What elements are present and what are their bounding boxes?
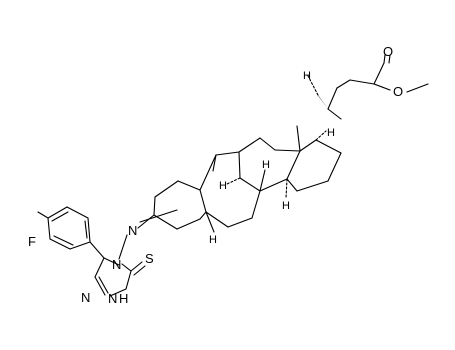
ester-side-chain — [306, 54, 429, 120]
c20-methyl-wedge — [316, 93, 328, 109]
triazole-n1-label: N — [81, 290, 90, 305]
carbonyl-oxygen-label: O — [383, 44, 393, 59]
ring-a — [153, 180, 207, 230]
triazole-ring — [94, 257, 146, 297]
c20-hydrogen-label: H — [303, 70, 311, 82]
triazole-n4-label: N — [112, 257, 121, 272]
ester-oxygen-label: O — [393, 84, 403, 99]
fluorine-label: F — [28, 234, 36, 249]
c8-hydrogen-label: H — [262, 159, 270, 171]
ring-d — [286, 139, 342, 192]
ring-c — [238, 125, 301, 192]
c5-hydrogen-label: H — [209, 234, 217, 246]
fluorophenyl-ring — [37, 206, 105, 259]
imine-nitrogen-label: N — [128, 223, 137, 238]
stereo-hydrogen-bonds — [205, 130, 327, 233]
thione-sulfur-label: S — [145, 251, 154, 266]
triazole-n2-label: N — [108, 291, 117, 306]
imine-link — [118, 209, 178, 260]
nh-hydrogen-label: H — [119, 291, 128, 306]
ring-b — [199, 151, 261, 228]
c14-hydrogen-label: H — [282, 200, 290, 212]
c17-hydrogen-label: H — [327, 127, 335, 139]
c9-hydrogen-label: H — [219, 180, 227, 192]
